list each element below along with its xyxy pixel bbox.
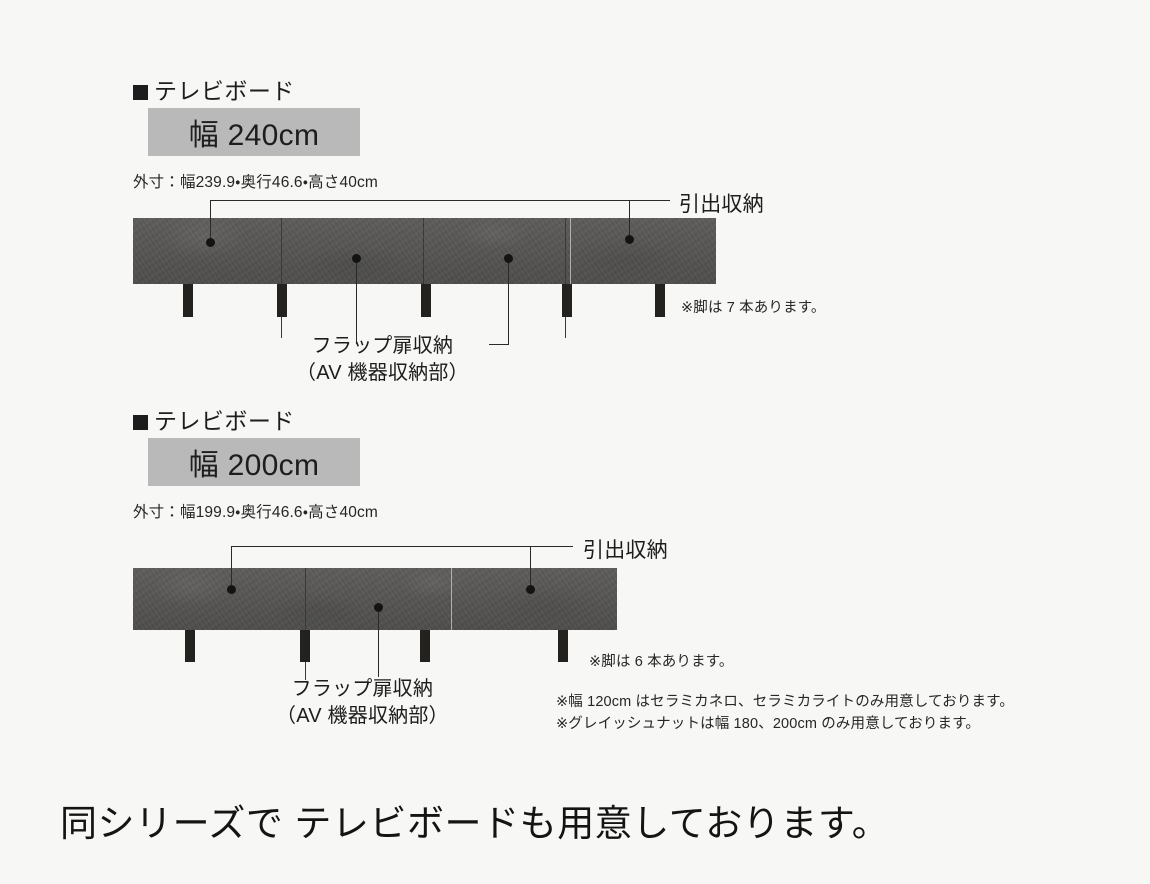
section-1-width-badge-text: 幅 240cm bbox=[188, 119, 320, 152]
section-1-drawer-callout: 引出収納 bbox=[679, 193, 764, 216]
flap-callout-line1: フラップ扉収納 bbox=[291, 678, 434, 700]
flap-leader-left bbox=[356, 258, 357, 344]
section-1-heading-text: テレビボード bbox=[154, 78, 295, 104]
flap-callout-line2: （AV 機器収納部） bbox=[296, 361, 469, 384]
tv-board-240-body bbox=[133, 218, 716, 284]
flap-leader-right bbox=[508, 258, 509, 344]
panel-divider bbox=[451, 568, 452, 630]
footnote-line-2: ※グレイッシュナットは幅 180、200cm のみ用意しております。 bbox=[556, 715, 981, 732]
section-1-heading: テレビボード bbox=[133, 72, 295, 106]
leg bbox=[655, 284, 665, 317]
leg bbox=[562, 284, 572, 317]
section-1-legs-note: ※脚は 7 本あります。 bbox=[681, 300, 826, 316]
flap-seam-right bbox=[565, 218, 566, 338]
drawer-leader-vertical-right bbox=[629, 200, 630, 239]
drawer-marker-dot bbox=[526, 585, 535, 594]
section-2-legs-note: ※脚は 6 本あります。 bbox=[589, 654, 734, 670]
drawer-marker-dot bbox=[625, 235, 634, 244]
drawer-leader-vertical-left bbox=[210, 200, 211, 242]
leg bbox=[558, 630, 568, 662]
flap-seam bbox=[305, 568, 306, 680]
section-2-dimensions: 外寸：幅199.9・奥行46.6・高さ40cm bbox=[133, 504, 378, 521]
leg bbox=[420, 630, 430, 662]
drawer-leader-vertical-right bbox=[530, 546, 531, 590]
flap-leader-elbow bbox=[489, 344, 509, 345]
drawer-marker-dot bbox=[227, 585, 236, 594]
bottom-headline: 同シリーズで テレビボードも用意しております。 bbox=[60, 803, 890, 844]
drawer-leader-vertical-left bbox=[231, 546, 232, 590]
footnotes: ※幅 120cm はセラミカネロ、セラミカライトのみ用意しております。 ※グレイ… bbox=[556, 692, 1014, 736]
leg bbox=[183, 284, 193, 317]
section-2-drawer-callout: 引出収納 bbox=[583, 539, 668, 562]
leg bbox=[421, 284, 431, 317]
footnote-line-1: ※幅 120cm はセラミカネロ、セラミカライトのみ用意しております。 bbox=[556, 694, 1014, 710]
flap-marker-dot bbox=[352, 254, 361, 263]
flap-callout-line2: （AV 機器収納部） bbox=[276, 704, 449, 727]
section-2-width-badge: 幅 200cm bbox=[148, 438, 360, 486]
flap-seam-left bbox=[281, 218, 282, 338]
section-1-flap-callout: フラップ扉収納 （AV 機器収納部） bbox=[296, 333, 469, 386]
section-2-heading-text: テレビボード bbox=[154, 408, 295, 434]
section-1-dimensions: 外寸：幅239.9・奥行46.6・高さ40cm bbox=[133, 174, 378, 191]
section-2-heading: テレビボード bbox=[133, 402, 295, 436]
flap-marker-dot bbox=[374, 603, 383, 612]
flap-callout-line1: フラップ扉収納 bbox=[311, 335, 454, 357]
flap-marker-dot bbox=[504, 254, 513, 263]
section-2-width-badge-text: 幅 200cm bbox=[188, 449, 320, 482]
flap-leader bbox=[378, 607, 379, 677]
bullet-square-icon bbox=[133, 85, 148, 100]
drawer-leader-horizontal bbox=[210, 200, 670, 201]
section-1-width-badge: 幅 240cm bbox=[148, 108, 360, 156]
tv-board-200-body bbox=[133, 568, 617, 630]
drawer-leader-horizontal bbox=[231, 546, 573, 547]
drawer-marker-dot bbox=[206, 238, 215, 247]
section-2-flap-callout: フラップ扉収納 （AV 機器収納部） bbox=[276, 676, 449, 729]
bullet-square-icon bbox=[133, 415, 148, 430]
panel-divider bbox=[570, 218, 571, 284]
leg bbox=[277, 284, 287, 317]
leg bbox=[300, 630, 310, 662]
leg bbox=[185, 630, 195, 662]
panel-divider bbox=[423, 218, 424, 284]
